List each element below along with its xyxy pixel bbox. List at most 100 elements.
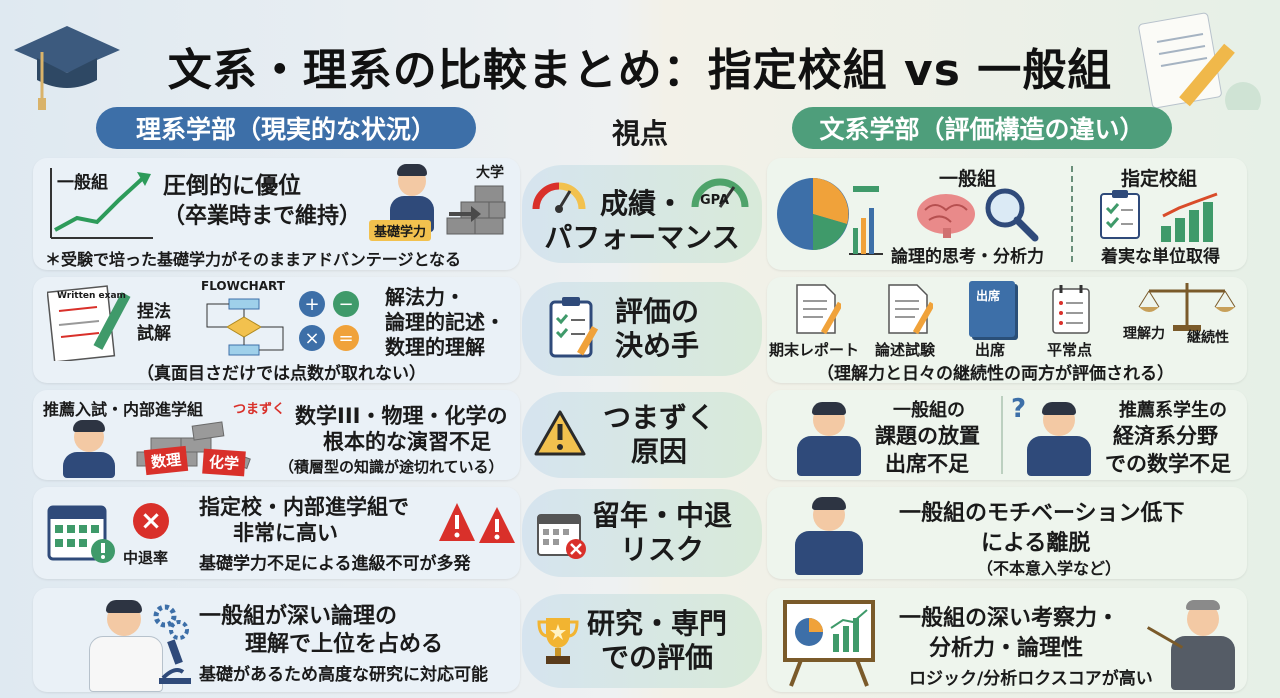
- checklist-icon: [1097, 190, 1145, 240]
- worried-student-icon: [789, 495, 869, 575]
- row2-left-note: （真面目さだけでは点数が取れない）: [137, 364, 426, 384]
- row3-perspective: つまずく 原因: [522, 392, 762, 478]
- professor-icon: [1146, 596, 1243, 690]
- pie-bar-chart-icon: [773, 168, 885, 258]
- row2-perspective: 評価の 決め手: [522, 282, 762, 376]
- gpa-label: GPA: [700, 193, 730, 208]
- row1-right-group2: 指定校組: [1121, 168, 1198, 190]
- scale-left-label: 理解力: [1123, 326, 1165, 342]
- left-column-header: 理系学部（現実的な状況）: [96, 107, 476, 149]
- row1-left-tag: 大学: [476, 165, 504, 181]
- magnifier-icon: [983, 186, 1039, 242]
- row3-perspective-label: つまずく 原因: [602, 400, 715, 468]
- flowchart-icon: [203, 297, 289, 357]
- svg-text:=: =: [338, 328, 353, 349]
- row3-right-b3: での数学不足: [1105, 452, 1231, 476]
- row4-right-main1: 一般組のモチベーション低下: [899, 501, 1185, 526]
- row1-left-badge: 基礎学力: [369, 220, 432, 241]
- row4-right-panel: 一般組のモチベーション低下 による離脱 （不本意入学など）: [767, 487, 1247, 579]
- row3-left-panel: 推薦入試・内部進学組 つまずく 数理 化学 数学III・物理・化学の 根本的な演…: [33, 390, 520, 480]
- warning-icon: [534, 410, 586, 456]
- row3-left-stumble: つまずく: [233, 402, 286, 417]
- row1-left-sub: （卒業時まで維持）: [163, 204, 362, 229]
- row1-left-chart-label: 一般組: [57, 173, 108, 193]
- row2-right-item2: 論述試験: [875, 341, 936, 359]
- scale-right-label: 継続性: [1187, 330, 1229, 346]
- calendar-x-icon: [536, 509, 588, 561]
- growth-chart-icon: [47, 164, 157, 242]
- troubled-student-icon: [789, 400, 869, 476]
- row1-right-group1-desc: 論理的思考・分析力: [891, 247, 1044, 267]
- divider-dashed: [1071, 166, 1073, 262]
- brick-wall-icon: [445, 178, 507, 236]
- row3-right-b1: 推薦系学生の: [1119, 400, 1227, 421]
- row5-left-panel: 一般組が深い論理の 理解で上位を占める 基礎があるため高度な研究に対応可能: [33, 588, 520, 692]
- row4-left-panel: × 中退率 指定校・内部進学組で 非常に高い 基礎学力不足による進級不可が多発: [33, 487, 520, 579]
- row1-left-panel: 一般組 圧倒的に優位 （卒業時まで維持） 基礎学力 大学 ＊受験で培った基礎学力…: [33, 158, 520, 270]
- row2-left-panel: Written exam 捏法 試解 FLOWCHART + − × = 解法力…: [33, 277, 520, 384]
- block-chemistry: 化学: [202, 448, 246, 477]
- row2-left-item1: 捏法: [137, 302, 171, 322]
- row5-left-note: 基礎があるため高度な研究に対応可能: [199, 665, 488, 685]
- report-icon: [793, 283, 844, 335]
- row5-right-main2: 分析力・論理性: [929, 636, 1084, 661]
- row4-right-note: （不本意入学など）: [977, 559, 1122, 578]
- math-operators-icon: + − × =: [297, 289, 361, 353]
- calendar-alert-icon: [47, 499, 117, 565]
- gears-icon: [151, 602, 191, 642]
- row2-right-item3: 出席: [975, 341, 1006, 359]
- balance-scale-icon: [1137, 279, 1237, 333]
- cross-circle-icon: ×: [133, 503, 169, 539]
- essay-exam-icon: [885, 283, 936, 335]
- scientist-icon: [83, 596, 167, 692]
- presentation-board-icon: [781, 598, 877, 688]
- row1-perspective: GPA 成績・ パフォーマンス: [522, 165, 762, 263]
- row2-right-item4: 平常点: [1047, 341, 1093, 359]
- trophy-icon: [536, 614, 580, 668]
- row4-right-main2: による離脱: [981, 531, 1091, 556]
- row4-perspective: 留年・中退 リスク: [522, 489, 762, 577]
- row5-right-main1: 一般組の深い考察力・: [899, 606, 1120, 631]
- clipboard-check-icon: [548, 296, 599, 358]
- row1-left-note: ＊受験で培った基礎学力がそのままアドバンテージとなる: [45, 250, 462, 269]
- notepad-pencil-icon: [1125, 10, 1265, 118]
- stressed-student-icon: [61, 418, 117, 478]
- center-column-header: 視点: [611, 117, 668, 150]
- row1-right-group2-desc: 着実な単位取得: [1101, 247, 1220, 267]
- attendance-book-icon: 出席: [969, 281, 1015, 337]
- microscope-icon: [157, 638, 193, 686]
- flowchart-label: FLOWCHART: [201, 279, 285, 293]
- row3-left-main1: 数学III・物理・化学の: [295, 404, 508, 428]
- row2-right-note: （理解力と日々の継続性の両方が評価される）: [817, 364, 1174, 384]
- brain-icon: [915, 192, 977, 238]
- row5-right-panel: 一般組の深い考察力・ 分析力・論理性 ロジック/分析ロクスコアが高い: [767, 588, 1247, 692]
- exam-paper-label: Written exam: [57, 291, 126, 301]
- row4-perspective-label: 留年・中退 リスク: [591, 498, 732, 566]
- dropout-rate-label: 中退率: [123, 549, 169, 567]
- attendance-book-label: 出席: [976, 289, 1001, 303]
- row5-perspective: 研究・専門 での評価: [522, 594, 762, 688]
- row4-left-main1: 指定校・内部進学組で: [199, 495, 409, 519]
- row1-perspective-label: 成績・ パフォーマンス: [544, 186, 740, 254]
- row1-right-panel: 一般組 論理的思考・分析力 指定校組 着実な単位取得: [767, 158, 1247, 270]
- row1-right-group1: 一般組: [939, 168, 997, 190]
- row5-left-main1: 一般組が深い論理の: [199, 604, 398, 629]
- calendar-list-icon: [1051, 283, 1091, 335]
- warning-triangles-icon: [439, 501, 517, 545]
- row3-right-panel: 一般組の 課題の放置 出席不足 ? 推薦系学生の 経済系分野 での数学不足: [767, 390, 1247, 480]
- row2-left-main3: 数理的理解: [385, 335, 485, 359]
- divider-line: [1001, 396, 1003, 474]
- rising-bars-icon: [1159, 192, 1225, 242]
- svg-text:−: −: [338, 294, 353, 315]
- page-title: 文系・理系の比較まとめ：指定校組 vs 一般組: [167, 45, 1113, 96]
- row2-left-item1b: 試解: [137, 324, 171, 344]
- right-column-header: 文系学部（評価構造の違い）: [792, 107, 1172, 149]
- row3-right-a3: 出席不足: [885, 452, 969, 476]
- row3-left-main2: 根本的な演習不足: [323, 430, 491, 454]
- exam-paper-icon: [46, 285, 131, 363]
- svg-text:×: ×: [304, 328, 319, 349]
- row1-left-main: 圧倒的に優位: [163, 173, 301, 199]
- row2-right-item1: 期末レポート: [769, 341, 860, 359]
- gpa-gauge-icon: [690, 171, 750, 211]
- question-mark-icon: ?: [1011, 394, 1027, 424]
